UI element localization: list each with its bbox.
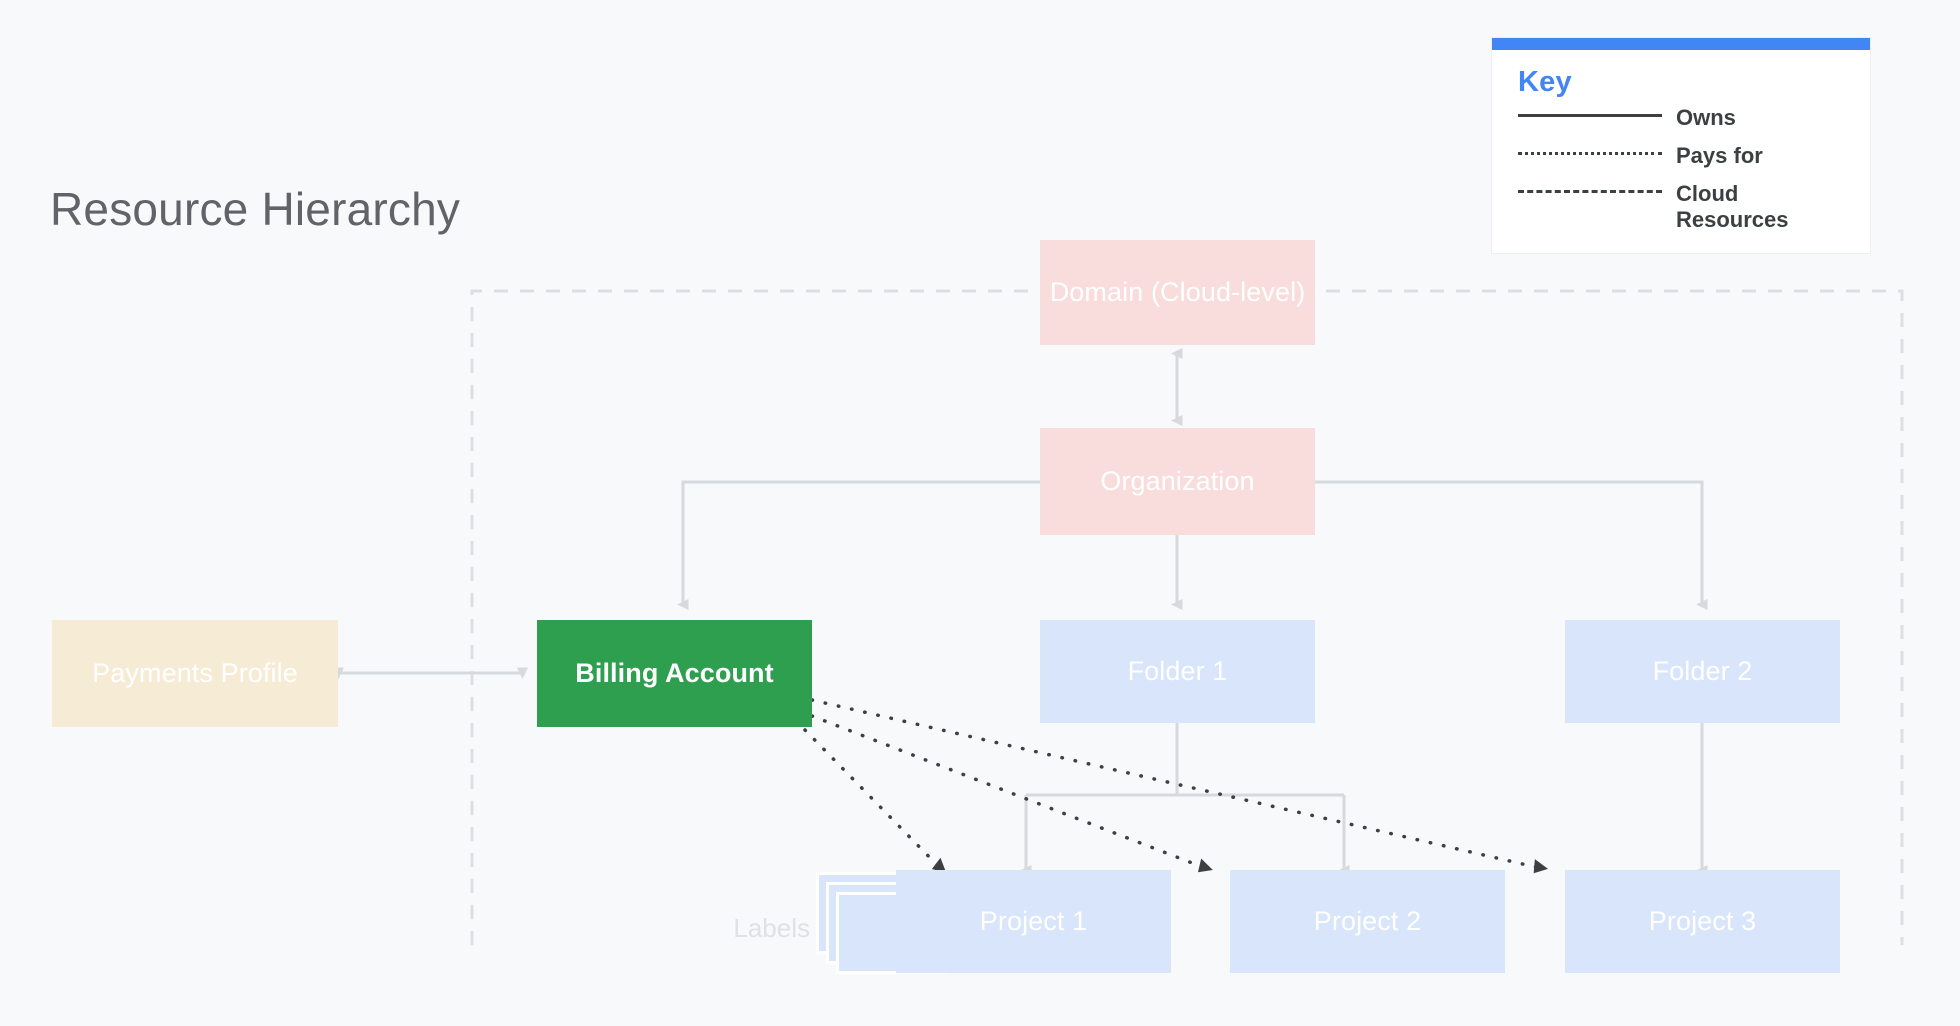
- edge-organization-billing-account: [677, 480, 1040, 610]
- node-folder-2-label: Folder 2: [1652, 655, 1753, 686]
- edge-billing-account-project-2: [810, 714, 1213, 873]
- node-project-1[interactable]: Project 1: [896, 870, 1171, 973]
- node-project-3[interactable]: Project 3: [1565, 870, 1840, 973]
- edge-billing-account-project-3: [810, 698, 1549, 874]
- dashed-line-icon: [1518, 181, 1662, 201]
- node-project-2-label: Project 2: [1313, 905, 1422, 936]
- page-title: Resource Hierarchy: [50, 183, 461, 235]
- node-organization-label: Organization: [1100, 465, 1255, 496]
- cloud-resources-boundary: [470, 289, 1904, 945]
- edge-billing-account-project-1: [803, 728, 947, 874]
- labels-caption: Labels: [733, 913, 810, 943]
- legend-item-owns: Owns: [1518, 105, 1848, 141]
- node-folder-1-label: Folder 1: [1127, 655, 1228, 686]
- solid-line-icon: [1518, 105, 1662, 125]
- legend-item-cloud-resources-label: Cloud Resources: [1676, 181, 1789, 232]
- legend-item-owns-label: Owns: [1676, 105, 1736, 130]
- node-organization[interactable]: Organization: [1040, 428, 1315, 535]
- node-project-2[interactable]: Project 2: [1230, 870, 1505, 973]
- dotted-line-icon: [1518, 143, 1662, 163]
- node-project-3-label: Project 3: [1648, 905, 1757, 936]
- node-billing-account-label: Billing Account: [575, 657, 774, 688]
- node-domain-label: Domain (Cloud-level): [1049, 276, 1306, 307]
- legend-item-pays-for-label: Pays for: [1676, 143, 1763, 168]
- node-payments-profile-label: Payments Profile: [92, 657, 298, 688]
- edge-organization-folder-2: [1315, 480, 1708, 610]
- edge-folder-1-projects: [1020, 723, 1350, 876]
- legend-title: Key: [1518, 66, 1572, 98]
- legend-item-cloud-resources: Cloud Resources: [1518, 181, 1848, 233]
- node-domain[interactable]: Domain (Cloud-level): [1040, 240, 1315, 345]
- legend-item-pays-for: Pays for: [1518, 143, 1848, 179]
- node-billing-account[interactable]: Billing Account: [537, 620, 812, 727]
- legend-accent-bar: [1492, 38, 1870, 50]
- node-payments-profile[interactable]: Payments Profile: [52, 620, 338, 727]
- node-folder-2[interactable]: Folder 2: [1565, 620, 1840, 723]
- legend-panel: Key Owns Pays for Cloud Resources: [1492, 38, 1870, 253]
- node-folder-1[interactable]: Folder 1: [1040, 620, 1315, 723]
- node-project-1-label: Project 1: [979, 905, 1088, 936]
